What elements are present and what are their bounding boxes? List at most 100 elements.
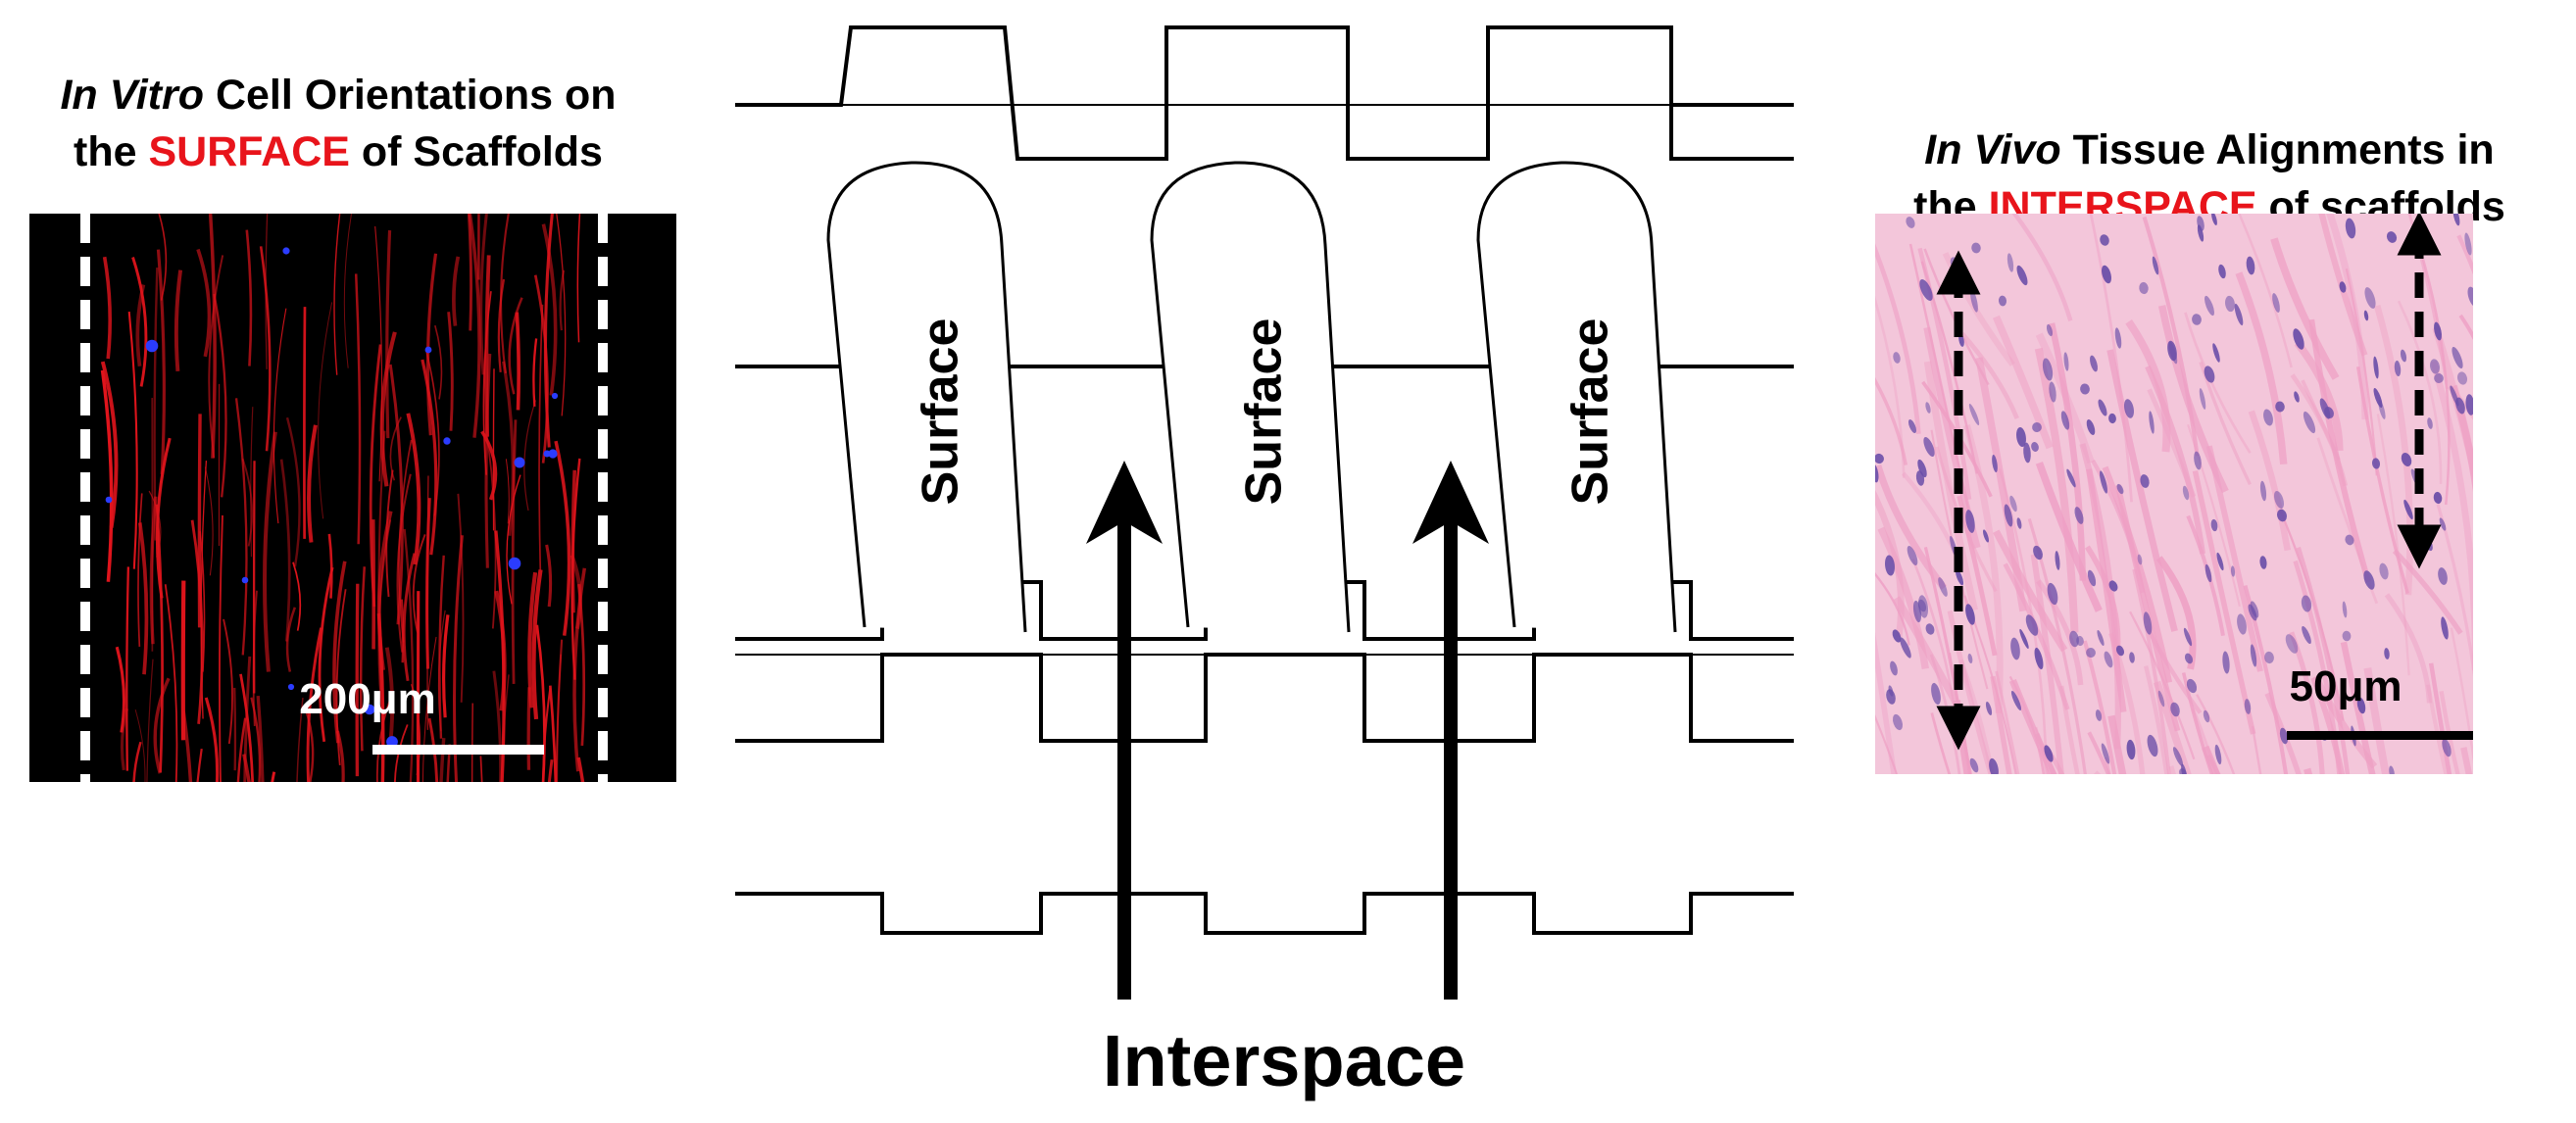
tissue-streak [2035,332,2095,464]
left-scale-bar [372,745,544,755]
fiber-strand [155,437,172,599]
fiber-strand [304,707,315,782]
fiber-strand [241,458,254,547]
fiber-strand [200,460,208,719]
tissue-streak [2363,667,2390,774]
nucleus-dot [2199,388,2206,410]
surface-label-1: Surface [913,318,969,506]
fiber-strand [239,673,254,782]
tissue-streak [2340,641,2376,774]
fiber-strand [335,730,345,782]
fiber-strand [545,544,553,608]
fiber-strand [296,698,304,782]
fiber-strand [425,351,440,516]
red-fiber-texture [100,214,587,782]
fiber-strand [500,674,510,782]
tissue-streak [2436,504,2473,677]
fiber-strand [389,416,402,481]
nucleus-dot [2248,604,2257,621]
tissue-streak [1875,489,1905,638]
tissue-streak [2428,662,2452,774]
nucleus-dot [2108,580,2118,592]
tissue-streak [2456,234,2473,275]
fiber-strand [197,414,202,628]
tissue-streak [2003,562,2070,710]
nucleus-dot [2095,709,2103,721]
fiber-strand [403,528,415,782]
left-caption-highlight: SURFACE [148,128,350,175]
interspace-arrow-1 [1086,461,1163,1000]
nucleus-dot [1907,418,1917,434]
nucleus-dot [1925,623,1935,635]
nucleus-dot [2210,518,2218,532]
tissue-streak [1875,243,1921,434]
nucleus-dot [2356,697,2366,714]
nucleus-dot [1893,352,1901,364]
tissue-streak [1990,675,2012,774]
nucleus-dot [2389,765,2395,774]
nucleus-dot [1917,595,1929,618]
tissue-streak [2345,268,2378,476]
tissue-streak [2142,216,2200,457]
nucleus-dot [2060,411,2070,430]
nucleus-dot [2055,551,2060,570]
tissue-streak [2430,360,2473,670]
nucleus-dot [2172,747,2184,766]
right-scale-label: 50μm [2290,662,2403,710]
nucleus-dot [2263,409,2273,426]
nucleus-dot [1998,295,2007,307]
tissue-streak [2107,714,2127,774]
nucleus-dot [2438,567,2448,585]
interspace-label: Interspace [1103,1020,1465,1101]
nucleus-dot [2244,699,2252,714]
nucleus-dot [2098,399,2107,416]
nucleus-dot [2168,341,2178,365]
nucleus-dot [1892,629,1902,643]
nucleus-dot [1925,402,1931,414]
tissue-streak [2145,365,2206,555]
fiber-strand [541,223,558,396]
nucleus-dot [2464,232,2472,256]
right-caption-line-1: In Vivo Tissue Alignments in [1843,122,2576,178]
fiber-strand [479,214,488,375]
tissue-streak [2205,445,2263,672]
fiber-strand [242,754,251,782]
surface-strut-2: Surface [1150,161,1351,633]
fiber-strand [355,583,360,777]
nucleus-dot [2467,286,2473,308]
nucleus-dot [2319,398,2331,419]
nucleus-dot [424,346,432,354]
nucleus-dot [2204,295,2214,317]
nucleus-dot [2129,652,2135,663]
fiber-strand [190,519,204,724]
surface-label-3: Surface [1562,318,1619,506]
nucleus-dot [2108,413,2116,424]
tissue-streak [1995,670,2020,774]
fiber-strand [213,293,227,498]
nucleus-dot [2031,442,2039,452]
fiber-strand [570,554,583,630]
nucleus-dot [2363,310,2369,321]
fiber-strand [318,302,333,519]
tissue-streak [2301,379,2341,461]
tissue-streak [2089,214,2133,503]
fiber-strand [371,519,376,650]
nucleus-dot [2016,426,2026,448]
nucleus-dot [2197,224,2204,242]
tissue-streak [2030,554,2064,774]
fiber-strand [115,646,126,733]
fiber-strand [158,214,168,301]
nucleus-dot [2016,517,2022,529]
fiber-strand [335,589,347,766]
tissue-streak [1998,468,2048,760]
fiber-strand [427,717,439,782]
fiber-strand [554,440,571,636]
nucleus-dot [2293,328,2304,350]
nucleus-dot [2170,702,2180,717]
nucleus-dot [1989,757,1999,774]
nucleus-dot [2102,265,2111,284]
fiber-strand [199,531,206,672]
fiber-strand [576,757,585,782]
nucleus-dot [2345,534,2354,546]
nucleus-dot [2100,234,2109,246]
